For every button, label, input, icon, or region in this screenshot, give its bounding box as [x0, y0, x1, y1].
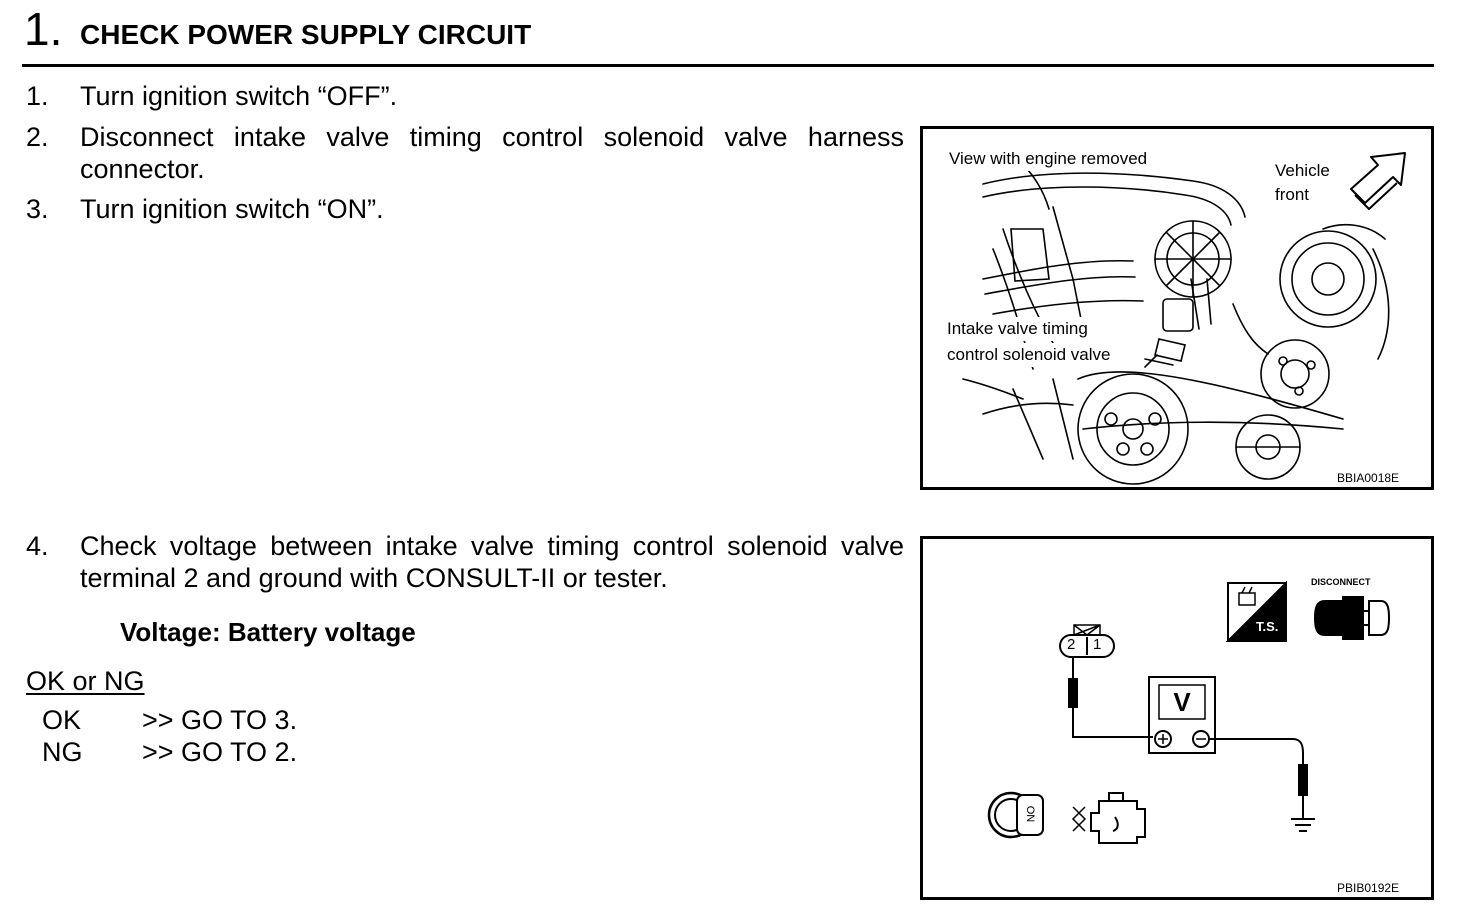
step-title: CHECK POWER SUPPLY CIRCUIT: [80, 19, 532, 50]
ts-label: T.S.: [1256, 619, 1279, 634]
vehicle-label-line2: front: [1275, 185, 1310, 204]
voltage-spec: Voltage: Battery voltage: [120, 617, 416, 647]
instruction-3-number: 3.: [26, 194, 49, 224]
terminal-1-label: 1: [1093, 636, 1102, 653]
voltmeter-label: V: [1173, 687, 1191, 717]
step-number: 1.: [24, 3, 63, 55]
terminal-2-label: 2: [1067, 636, 1076, 653]
result-ng-label: NG: [42, 737, 83, 767]
instruction-4-number: 4.: [26, 531, 49, 561]
voltmeter: [1148, 676, 1216, 754]
instruction-2-number: 2.: [26, 122, 49, 152]
instruction-1-text: Turn ignition switch “OFF”.: [80, 81, 398, 111]
plus-terminal-icon: [1154, 730, 1172, 748]
title-rule: [22, 64, 1434, 67]
figure1-code: BBIA0018E: [1337, 471, 1400, 485]
result-ok-action: >> GO TO 3.: [142, 705, 298, 735]
result-heading: OK or NG: [26, 666, 145, 696]
instruction-3-text: Turn ignition switch “ON”.: [80, 194, 384, 224]
component-label-line2: control solenoid valve: [947, 343, 1111, 367]
view-label: View with engine removed: [949, 147, 1148, 171]
engine-running-icon: [1090, 800, 1146, 844]
instruction-1-number: 1.: [26, 81, 49, 111]
ground-symbol-icon: [1291, 818, 1315, 832]
component-label-line1: Intake valve timing: [947, 317, 1088, 341]
disconnect-icon: [1313, 596, 1364, 640]
disconnect-label: DISCONNECT: [1311, 577, 1371, 587]
ignition-on-label: ON: [1024, 805, 1036, 823]
circuit-drawing: [987, 580, 1391, 844]
engine-line-drawing: [962, 152, 1406, 485]
instruction-4-text: Check voltage between intake valve timin…: [80, 531, 904, 593]
result-ng-action: >> GO TO 2.: [142, 737, 298, 767]
vehicle-label-line1: Vehicle: [1275, 161, 1330, 180]
engine-illustration-figure: View with engine removed Vehicle front I…: [920, 126, 1434, 490]
figure2-code: PBIB0192E: [1337, 881, 1400, 895]
instruction-2-text: Disconnect intake valve timing control s…: [80, 122, 904, 184]
voltage-check-figure: DISCONNECT T.S. 2 1 V ON PBIB0192E: [920, 536, 1434, 900]
result-ok-label: OK: [42, 705, 82, 735]
